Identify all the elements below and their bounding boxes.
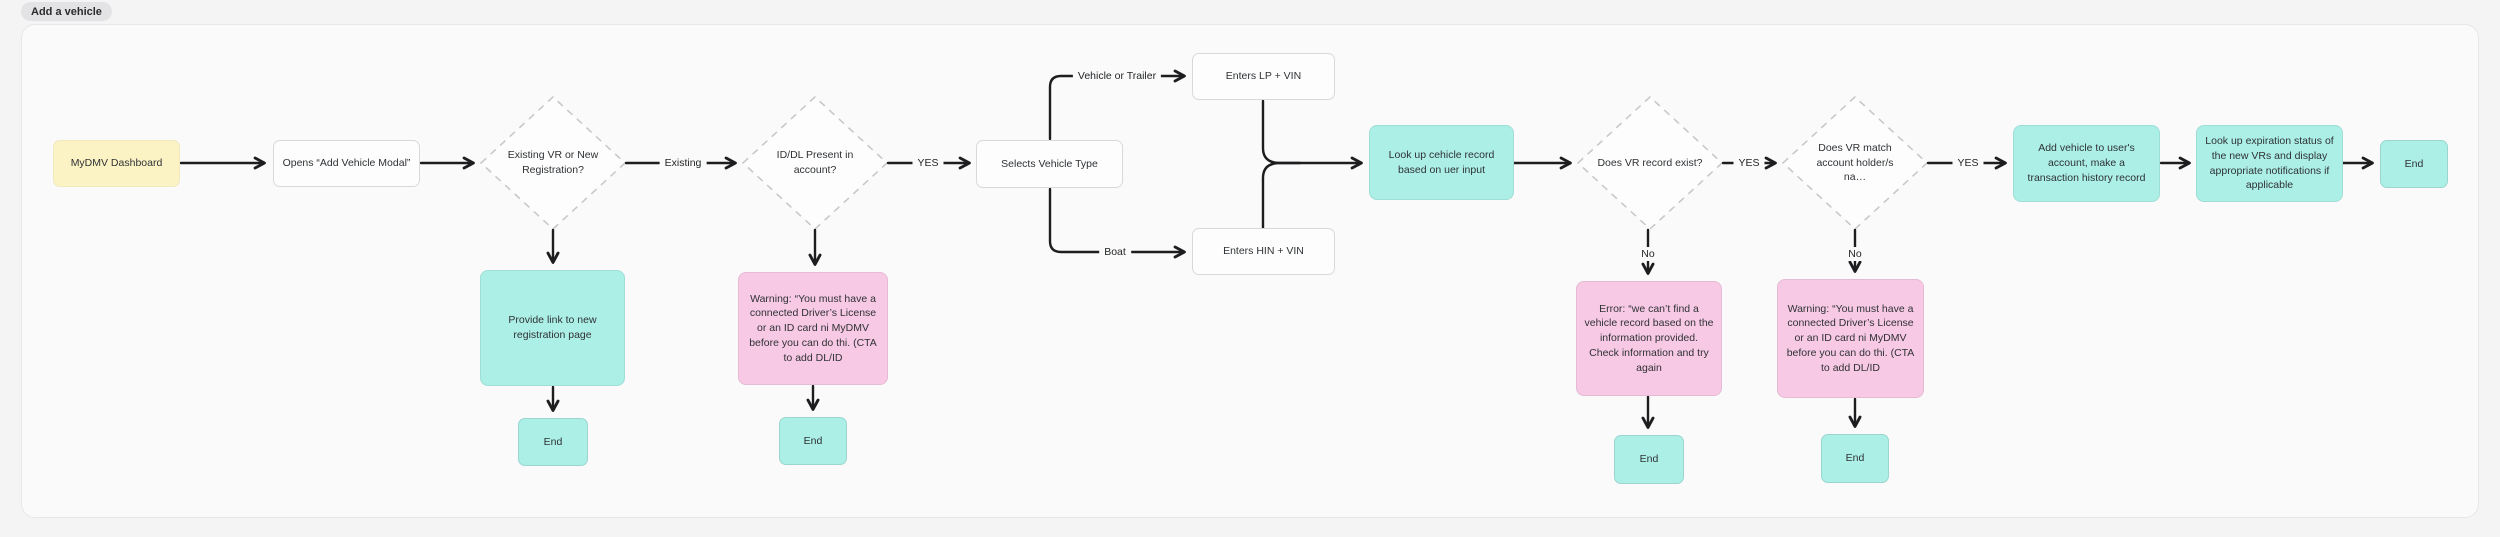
edge-boat: [1048, 187, 1186, 259]
edge-label-no-2[interactable]: No: [1843, 247, 1867, 261]
node-end-provide-link[interactable]: End: [518, 418, 588, 466]
edge-label-vehicle-or-trailer[interactable]: Vehicle or Trailer: [1072, 69, 1162, 83]
edge-label-boat[interactable]: Boat: [1099, 245, 1131, 259]
node-end-error[interactable]: End: [1614, 435, 1684, 484]
node-lookup-vehicle-record[interactable]: Look up cehicle record based on uer inpu…: [1369, 125, 1514, 200]
edge-label-existing[interactable]: Existing: [659, 156, 707, 170]
node-lookup-expiration-status[interactable]: Look up expiration status of the new VRs…: [2196, 125, 2343, 202]
edge-label-yes-1[interactable]: YES: [912, 156, 944, 170]
edge-vehicle-or-trailer: [1048, 69, 1186, 141]
node-start[interactable]: MyDMV Dashboard: [53, 140, 180, 187]
node-end-warning-2[interactable]: End: [1821, 434, 1889, 483]
decision-vr-match-label[interactable]: Does VR match account holder/s na…: [1816, 141, 1894, 184]
node-warning-dl-required-1[interactable]: Warning: “You must have a connected Driv…: [738, 272, 888, 385]
edge-hin-merge: [1261, 161, 1302, 230]
edge-label-no-1[interactable]: No: [1636, 247, 1660, 261]
node-enters-lp-vin[interactable]: Enters LP + VIN: [1192, 53, 1335, 100]
node-selects-vehicle-type[interactable]: Selects Vehicle Type: [976, 140, 1123, 188]
node-end-main[interactable]: End: [2380, 140, 2448, 188]
node-end-warning-1[interactable]: End: [779, 417, 847, 465]
decision-vr-exists-label[interactable]: Does VR record exist?: [1597, 156, 1703, 169]
node-opens-modal[interactable]: Opens “Add Vehicle Modal”: [273, 140, 420, 187]
node-enters-hin-vin[interactable]: Enters HIN + VIN: [1192, 228, 1335, 275]
edge-label-yes-3[interactable]: YES: [1952, 156, 1984, 170]
section-title-badge[interactable]: Add a vehicle: [21, 2, 112, 21]
decision-existing-or-new-label[interactable]: Existing VR or New Registration?: [507, 149, 599, 176]
edge-lp-merge: [1261, 99, 1363, 170]
edge-label-yes-2[interactable]: YES: [1733, 156, 1765, 170]
decision-id-dl-present-label[interactable]: ID/DL Present in account?: [776, 149, 854, 176]
node-error-record-not-found[interactable]: Error: “we can’t find a vehicle record b…: [1576, 281, 1722, 396]
node-add-vehicle-to-account[interactable]: Add vehicle to user's account, make a tr…: [2013, 125, 2160, 202]
node-warning-dl-required-2[interactable]: Warning: “You must have a connected Driv…: [1777, 279, 1924, 398]
node-provide-registration-link[interactable]: Provide link to new registration page: [480, 270, 625, 386]
